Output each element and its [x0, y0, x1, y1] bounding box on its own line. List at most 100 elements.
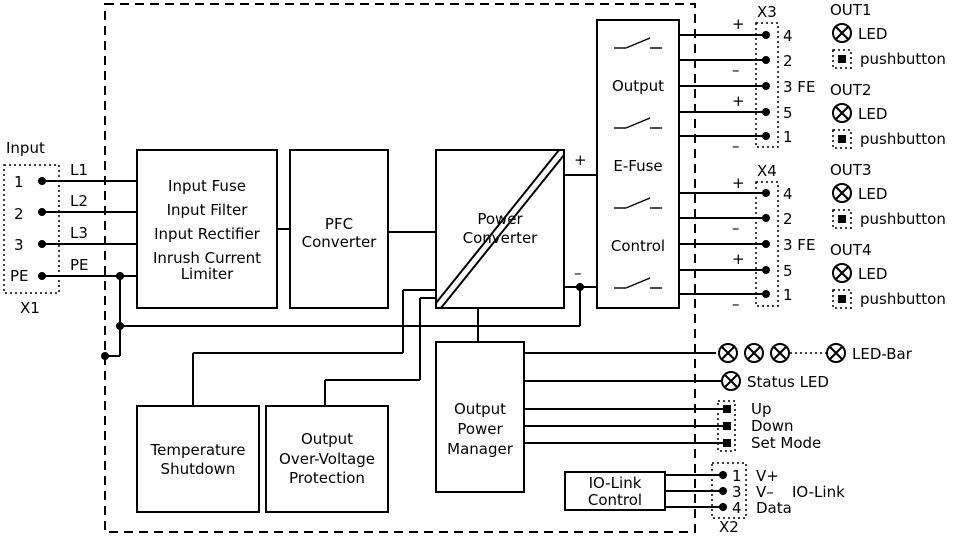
efuse-line-1: Output: [612, 77, 664, 95]
x1-terminals: [38, 177, 46, 280]
opm-line-1: Output: [454, 400, 506, 418]
out2-led-label: LED: [858, 105, 887, 123]
input-wires: [42, 180, 137, 277]
x4-sign-plus-2: +: [732, 250, 745, 268]
power-converter-block: [435, 149, 565, 309]
x3-pin-1: 1: [783, 128, 793, 146]
out1-pushbutton-label: pushbutton: [860, 50, 946, 68]
led-bar-label: LED-Bar: [852, 345, 913, 363]
iolink-label: IO-Link: [792, 483, 845, 501]
out2-group: OUT2 LED pushbutton: [830, 81, 946, 149]
button-up-label: Up: [751, 400, 772, 418]
x3-pin-3fe: 3 FE: [783, 78, 815, 96]
out4-led-icon: [832, 263, 852, 283]
stage-connection-wires: [277, 174, 597, 233]
x1-label: X1: [20, 299, 40, 317]
x4-pin-5: 5: [783, 262, 793, 280]
out1-label: OUT1: [830, 1, 872, 19]
ovp-line-2: Over-Voltage: [279, 450, 375, 468]
converter-minus-sign: –: [574, 264, 582, 282]
pfc-converter-block: [289, 149, 389, 309]
x3-sign-minus-2: –: [732, 137, 740, 155]
pfc-line-2: Converter: [302, 233, 378, 251]
input-stage-line-1: Input Fuse: [168, 177, 246, 195]
line-label-l3: L3: [70, 224, 88, 242]
button-down-label: Down: [751, 417, 794, 435]
ovp-line-3: Protection: [289, 469, 365, 487]
pfc-line-1: PFC: [325, 215, 353, 233]
power-converter-line-1: Power: [477, 210, 523, 228]
x4-wires: [679, 189, 770, 298]
opm-line-2: Power: [457, 420, 503, 438]
line-label-l2: L2: [70, 192, 88, 210]
led-bar-icon: [718, 343, 846, 363]
control-wires: [192, 289, 479, 406]
input-stage-line-4: Inrush Current: [153, 249, 261, 267]
out2-pushbutton-label: pushbutton: [860, 130, 946, 148]
input-stage-line-3: Input Rectifier: [154, 225, 261, 243]
x1-pin-pe: PE: [10, 267, 29, 285]
device-enclosure: [104, 3, 696, 533]
x4-sign-minus-2: –: [732, 295, 740, 313]
x2-signal-vminus: V–: [756, 483, 774, 501]
x2-label: X2: [719, 518, 739, 536]
line-label-pe: PE: [70, 256, 89, 274]
x4-sign-plus-1: +: [732, 174, 745, 192]
out1-group: OUT1 LED pushbutton: [830, 1, 946, 69]
x3-pin-4: 4: [783, 27, 793, 45]
x2-pin-4: 4: [732, 499, 742, 517]
out1-pushbutton-icon: [832, 49, 852, 69]
input-stage-line-5: Limiter: [181, 265, 234, 283]
iolink-control-line-1: IO-Link: [589, 474, 642, 492]
ovp-block: [265, 405, 389, 513]
x2-pin-3: 3: [732, 483, 742, 501]
x2-signal-data: Data: [756, 499, 792, 517]
x3-pin-5: 5: [783, 104, 793, 122]
out4-label: OUT4: [830, 241, 872, 259]
x1-pin-3: 3: [14, 236, 24, 254]
status-led-label: Status LED: [747, 373, 829, 391]
out1-led-label: LED: [858, 25, 887, 43]
x1-pin-1: 1: [14, 173, 24, 191]
input-stage-line-2: Input Filter: [167, 201, 249, 219]
out1-led-icon: [832, 23, 852, 43]
out3-pushbutton-label: pushbutton: [860, 210, 946, 228]
temp-line-2: Shutdown: [161, 460, 236, 478]
x4-pin-2: 2: [783, 210, 793, 228]
converter-diagonal-a: [435, 149, 560, 304]
pe-ground-bus: [101, 272, 597, 360]
converter-plus-sign: +: [574, 151, 587, 169]
x3-label: X3: [757, 3, 777, 21]
out3-label: OUT3: [830, 161, 872, 179]
out4-pushbutton-icon: [832, 289, 852, 309]
x3-sign-plus-1: +: [732, 15, 745, 33]
efuse-block: [596, 19, 680, 309]
out3-led-icon: [832, 183, 852, 203]
x4-sign-minus-1: –: [732, 219, 740, 237]
control-buttons-icon: [717, 400, 736, 452]
x2-wires: [665, 471, 727, 511]
output-power-manager-block: [435, 341, 525, 493]
ovp-line-1: Output: [301, 430, 353, 448]
x4-label: X4: [757, 162, 777, 180]
x3-wires: [679, 31, 770, 140]
x4-pin-3fe: 3 FE: [783, 236, 815, 254]
x4-pin-1: 1: [783, 286, 793, 304]
efuse-line-2: E-Fuse: [613, 157, 662, 175]
x3-sign-plus-2: +: [732, 92, 745, 110]
converter-diagonal-b: [440, 154, 565, 309]
out2-pushbutton-icon: [832, 129, 852, 149]
out3-led-label: LED: [858, 185, 887, 203]
x3-pin-2: 2: [783, 52, 793, 70]
efuse-line-3: Control: [611, 237, 665, 255]
temperature-shutdown-block: [136, 405, 260, 513]
indicator-wires: [524, 352, 724, 444]
x3-sign-minus-1: –: [732, 61, 740, 79]
input-stage-block: [136, 149, 278, 309]
x1-connector-frame: [3, 164, 60, 294]
input-title: Input: [6, 139, 45, 157]
iolink-control-line-2: Control: [588, 491, 642, 509]
power-converter-line-2: Converter: [463, 229, 539, 247]
opm-line-3: Manager: [447, 440, 514, 458]
